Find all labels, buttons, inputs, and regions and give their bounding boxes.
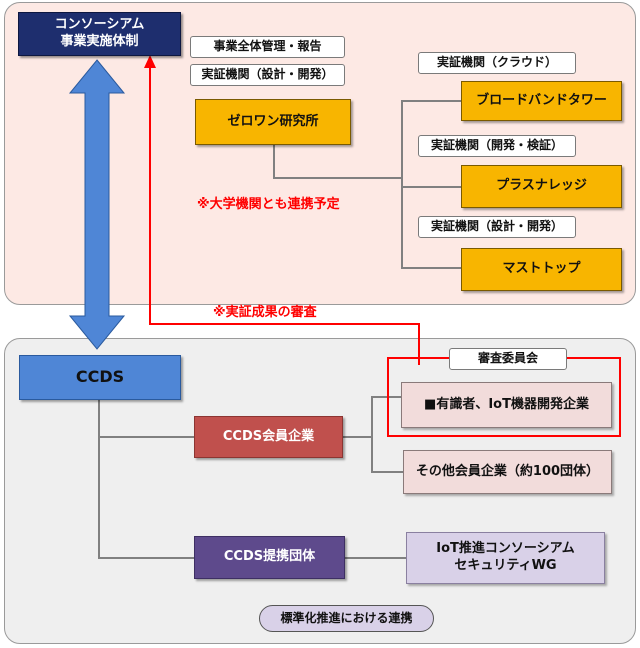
connector-line <box>401 267 461 269</box>
consortium-title-line1: コンソーシアム <box>54 17 145 33</box>
connector-line <box>343 436 372 438</box>
zerowan-box: ゼロワン研究所 <box>195 99 351 145</box>
standardization-pill: 標準化推進における連携 <box>259 605 434 632</box>
role-label-design-dev: 実証機関（設計・開発） <box>418 216 576 238</box>
connector-line <box>401 186 461 188</box>
connector-line <box>273 145 275 178</box>
ccds-partners-box: CCDS提携団体 <box>194 536 345 579</box>
role-label-zerowan: 実証機関（設計・開発） <box>190 64 345 86</box>
connector-line <box>98 557 194 559</box>
connector-line <box>273 177 402 179</box>
committee-title: 審査委員会 <box>449 348 567 370</box>
university-note: ※大学機関とも連携予定 <box>197 197 340 212</box>
ccds-box: CCDS <box>19 355 181 400</box>
connector-line <box>401 100 403 269</box>
review-arrow-line <box>149 64 420 365</box>
iot-consortium-box: IoT推進コンソーシアム セキュリティWG <box>406 532 605 584</box>
ccds-members-box: CCDS会員企業 <box>194 416 343 458</box>
double-arrow-icon <box>68 59 126 350</box>
consortium-box: コンソーシアム 事業実施体制 <box>18 12 181 56</box>
role-label-cloud: 実証機関（クラウド） <box>418 52 576 74</box>
connector-line <box>371 471 403 473</box>
connector-line <box>345 557 406 559</box>
iot-consortium-line1: IoT推進コンソーシアム <box>436 541 575 557</box>
iot-consortium-line2: セキュリティWG <box>454 558 557 573</box>
broadband-box: ブロードバンドタワー <box>461 81 622 121</box>
role-label-management: 事業全体管理・報告 <box>190 36 345 58</box>
arrow-head-icon <box>144 55 156 68</box>
masttop-box: マストトップ <box>461 248 622 291</box>
connector-line <box>98 400 100 559</box>
other-members-box: その他会員企業（約100団体） <box>403 450 612 494</box>
connector-line <box>371 396 373 473</box>
experts-box: ■有識者、IoT機器開発企業 <box>401 382 612 428</box>
connector-line <box>371 396 401 398</box>
connector-line <box>98 436 194 438</box>
connector-line <box>401 100 461 102</box>
plusknowledge-box: プラスナレッジ <box>461 165 622 208</box>
review-note: ※実証成果の審査 <box>213 305 317 320</box>
role-label-dev-verify: 実証機関（開発・検証） <box>418 135 576 157</box>
consortium-title-line2: 事業実施体制 <box>60 34 139 49</box>
